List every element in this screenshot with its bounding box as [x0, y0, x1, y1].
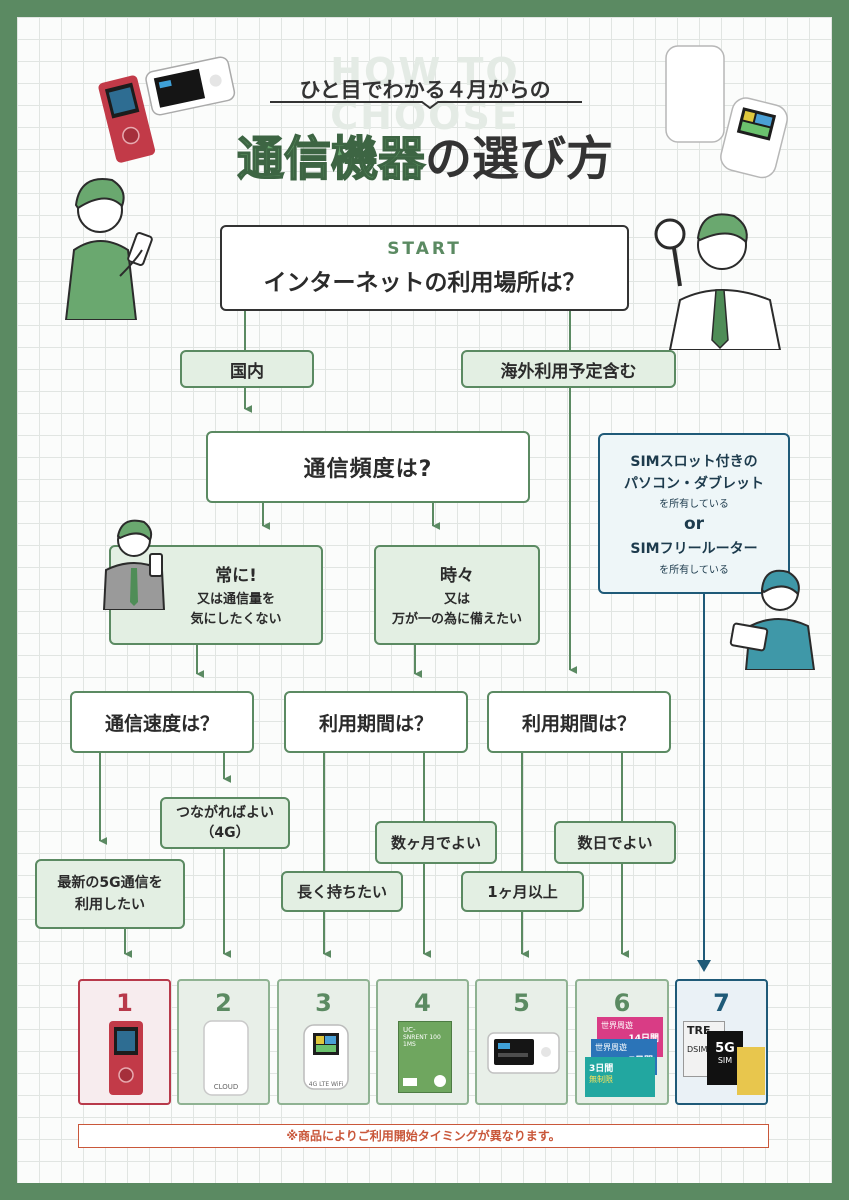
always-line1: 又は通信量を	[196, 591, 275, 607]
sim-box: SIMスロット付きの パソコン・ダブレット を所有している or SIMフリール…	[598, 433, 790, 594]
product-card-6[interactable]: 6 世界周遊 14日間 世界周遊 7日間 3日間 無制限	[575, 979, 669, 1105]
mobile-wifi-illustration	[720, 97, 788, 179]
sim-text-tre: TRE	[687, 1024, 711, 1037]
always-title: 常に!	[215, 565, 257, 586]
sim-own1: を所有している	[659, 499, 729, 510]
device-label-lte: 4G LTE WiFi	[308, 1081, 344, 1088]
sim-pack-unlimited: 無制限	[589, 1075, 613, 1084]
sim-card-side	[737, 1047, 765, 1095]
person-with-tablet-illustration	[729, 569, 816, 670]
page-title: 通信機器の選び方	[185, 120, 665, 189]
sometimes-line2: 万が一の為に備えたい	[391, 611, 522, 627]
branch-domestic: 国内	[180, 350, 314, 388]
title-dark-part: の選び方	[425, 132, 613, 187]
package-logo	[434, 1075, 446, 1087]
pocket-wifi-icon	[487, 1032, 560, 1074]
sim-or: or	[683, 514, 705, 534]
answer-latest-5g-line2: 利用したい	[75, 897, 145, 913]
branch-overseas: 海外利用予定含む	[461, 350, 676, 388]
sim-pack-world-2: 世界周遊	[595, 1043, 627, 1052]
product-card-4[interactable]: 4 UC- SNRENT 100 1MS	[376, 979, 469, 1105]
product-card-3[interactable]: 3 4G LTE WiFi	[277, 979, 370, 1105]
sim-pack-days3: 3日間	[589, 1064, 614, 1074]
package-text-uc: UC-	[403, 1026, 416, 1034]
sim-line3: SIMフリールーター	[630, 541, 758, 557]
answer-few-months: 数ヶ月でよい	[375, 821, 497, 864]
sim-text-5g: 5G	[715, 1041, 735, 1056]
package-text-snrent: SNRENT 100	[403, 1034, 441, 1041]
red-router-icon	[109, 1021, 143, 1095]
white-router-icon	[203, 1020, 249, 1096]
answer-few-days: 数日でよい	[554, 821, 676, 864]
start-question: インターネットの利用場所は？	[263, 270, 586, 296]
period-question-overseas: 利用期間は？	[487, 691, 671, 753]
sim-pack-world-1: 世界周遊	[601, 1021, 633, 1030]
product-card-1[interactable]: 1	[78, 979, 171, 1105]
card-number: 1	[116, 989, 133, 1017]
card-number: 7	[713, 989, 730, 1017]
sometimes-box: 時々 又は 万が一の為に備えたい	[374, 545, 540, 645]
sim-line1: SIMスロット付きの	[630, 454, 758, 470]
product-card-7[interactable]: 7 TRE DSIM 5G SIM	[675, 979, 768, 1105]
sometimes-title: 時々	[440, 565, 474, 586]
card-number: 5	[513, 989, 530, 1017]
person-with-magnifier-illustration	[654, 213, 782, 350]
footer-note-text: ※商品によりご利用開始タイミングが異なります。	[286, 1129, 561, 1143]
sim-text-dsim: DSIM	[687, 1045, 708, 1054]
title-green-part: 通信機器	[236, 131, 426, 188]
speed-question: 通信速度は？	[70, 691, 254, 753]
always-line2: 気にしたくない	[190, 611, 282, 627]
card-number: 6	[613, 989, 631, 1017]
answer-connected-4g: つながればよい （4G）	[160, 797, 290, 849]
white-router-illustration	[665, 45, 725, 143]
sim-own2: を所有している	[659, 565, 729, 576]
answer-month-plus: 1ヶ月以上	[461, 871, 584, 912]
answer-connected-line2: （4G）	[200, 825, 250, 841]
sim-pack-front: 3日間 無制限	[585, 1057, 655, 1097]
product-card-2[interactable]: 2 CLOUD	[177, 979, 270, 1105]
subtitle-underline	[270, 101, 582, 109]
mobile-wifi-icon	[303, 1024, 349, 1090]
start-label: START	[387, 239, 462, 259]
product-card-5[interactable]: 5	[475, 979, 568, 1105]
header-subtitle: ひと目でわかる４月からの	[299, 78, 551, 102]
frequency-question: 通信頻度は?	[206, 431, 530, 503]
sim-line2: パソコン・ダブレット	[624, 476, 764, 492]
sim-package: UC- SNRENT 100 1MS	[398, 1021, 452, 1093]
card-number: 4	[414, 989, 431, 1017]
footer-note-box: ※商品によりご利用開始タイミングが異なります。	[78, 1124, 769, 1148]
answer-long-term: 長く持ちたい	[281, 871, 403, 912]
sim-text-sim: SIM	[717, 1056, 733, 1065]
businessman-illustration	[102, 519, 166, 610]
card-number: 3	[315, 989, 332, 1017]
answer-connected-line1: つながればよい	[176, 805, 274, 821]
period-question-domestic: 利用期間は？	[284, 691, 468, 753]
start-box: START インターネットの利用場所は？	[220, 225, 629, 311]
answer-latest-5g: 最新の5G通信を 利用したい	[35, 859, 185, 929]
package-flag	[403, 1078, 417, 1086]
package-text-ms: 1MS	[403, 1041, 416, 1048]
card-number: 2	[215, 989, 232, 1017]
answer-latest-5g-line1: 最新の5G通信を	[57, 875, 163, 891]
white-wifi-illustration	[145, 56, 236, 116]
device-label-cloud: CLOUD	[213, 1083, 239, 1091]
sometimes-line1: 又は	[443, 591, 470, 607]
person-with-phone-illustration	[64, 178, 153, 320]
red-device-illustration	[98, 75, 156, 163]
